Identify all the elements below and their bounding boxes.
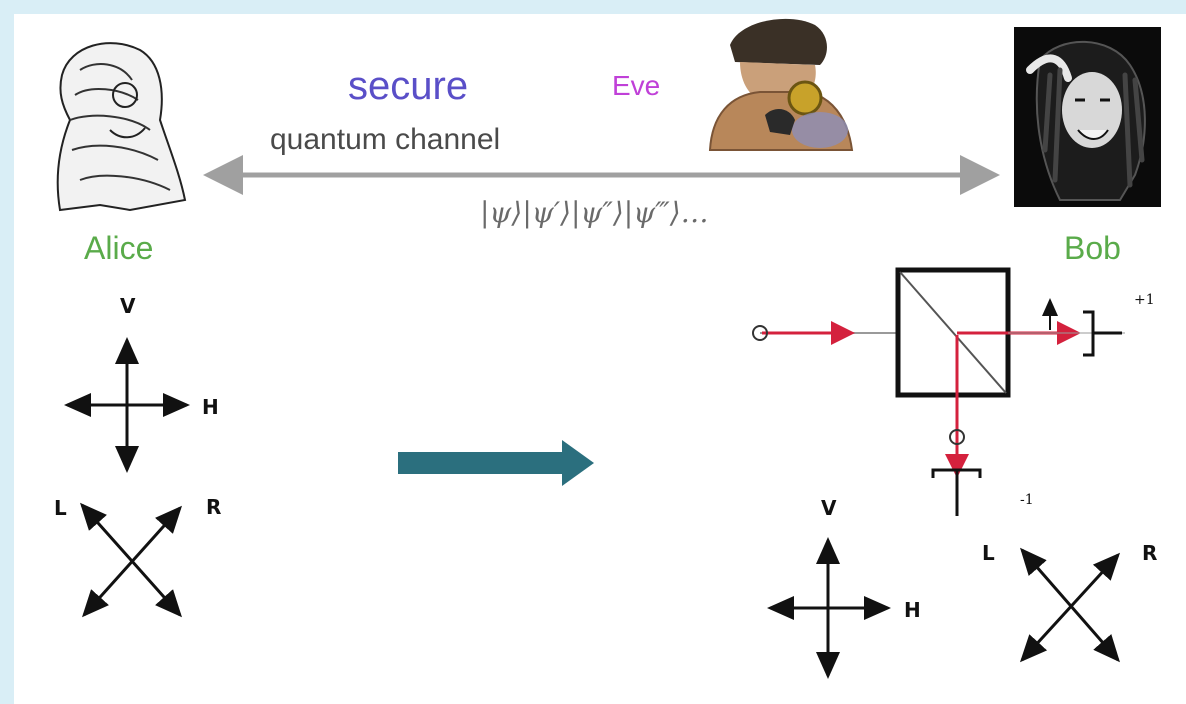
- bob-h-label: H: [904, 598, 921, 622]
- transfer-arrow: [398, 440, 594, 486]
- bob-r-label: R: [1142, 541, 1158, 565]
- alice-illustration-icon: [56, 42, 187, 212]
- detector-plus-icon: [1083, 310, 1122, 357]
- alice-l-label: L: [54, 496, 67, 520]
- slide: secure quantum channel Eve |ψ⟩|ψ′⟩|ψ″⟩|ψ…: [14, 14, 1186, 704]
- detector-plus-label: +1: [1134, 292, 1155, 308]
- bob-rectilinear-basis: [767, 537, 891, 679]
- alice-label: Alice: [84, 230, 154, 266]
- bob-v-label: V: [821, 496, 837, 520]
- bob-portrait-icon: [1014, 27, 1161, 207]
- quantum-states-label: |ψ⟩|ψ′⟩|ψ″⟩|ψ‴⟩…: [480, 196, 709, 229]
- photon-source-icon: [752, 325, 768, 341]
- bob-label: Bob: [1064, 230, 1121, 266]
- secure-label: secure: [348, 64, 469, 108]
- bob-diagonal-basis: [1019, 547, 1121, 663]
- alice-h-label: H: [202, 395, 219, 419]
- alice-diagonal-basis: [80, 502, 183, 618]
- detector-minus-label: -1: [1020, 492, 1034, 508]
- eve-label: Eve: [612, 70, 661, 101]
- bob-l-label: L: [982, 541, 995, 565]
- eve-eavesdropper-icon: [705, 18, 855, 155]
- alice-r-label: R: [206, 495, 222, 519]
- qkd-diagram: [56, 18, 1161, 679]
- beam-splitter-setup: [752, 267, 1125, 516]
- alice-rectilinear-basis: [64, 337, 190, 473]
- quantum-channel-label: quantum channel: [270, 123, 501, 156]
- detector-minus-icon: [931, 468, 982, 516]
- alice-v-label: V: [120, 294, 136, 318]
